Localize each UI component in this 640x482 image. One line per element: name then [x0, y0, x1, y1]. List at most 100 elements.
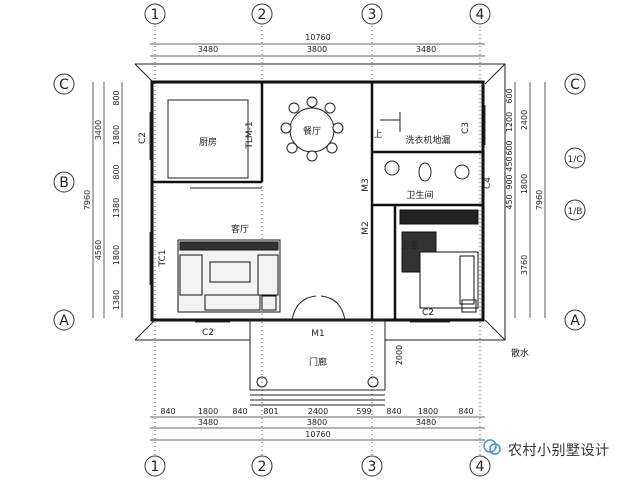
dining-chair: [288, 102, 300, 114]
dim-top-seg-3: 3480: [416, 45, 436, 54]
label-c3: C3: [461, 122, 471, 134]
tv-cabinet: [179, 241, 279, 251]
dim-left-detail-3: 800: [112, 164, 121, 179]
porch-outline: [249, 319, 386, 391]
dining-chair: [324, 102, 336, 114]
axis-label-right-1b: 1/B: [568, 207, 583, 217]
apron-corner-br: [484, 319, 506, 341]
dining-chair: [306, 96, 318, 108]
porch-column: [367, 376, 379, 388]
dim-bottom-detail-5: 2400: [308, 407, 328, 416]
floor-drain: [454, 164, 470, 180]
label-c2-upper-left: C2: [138, 132, 148, 144]
dim-right-detail-3: 600: [505, 140, 514, 155]
dim-bottom-mid-2: 3800: [307, 418, 327, 427]
axis-bubble-right-1b: [564, 199, 586, 221]
dim-left-detail-2: 1800: [112, 125, 121, 145]
dim-left-detail-5: 1800: [112, 245, 121, 265]
dining-chair: [332, 122, 344, 134]
label-m1: M1: [311, 329, 325, 339]
axis-label-top-3: 3: [368, 7, 377, 23]
toilet: [418, 162, 432, 182]
axis-label-left-b: B: [59, 175, 69, 191]
axis-label-right-1c: 1/C: [567, 155, 582, 165]
axis-bubble-right-1c: [564, 147, 586, 169]
bed-pillow: [459, 255, 475, 305]
dim-bottom-detail-8: 1800: [418, 407, 438, 416]
dim-bottom-detail-1: 840: [160, 407, 175, 416]
axis-bubble-bottom-1: [144, 455, 166, 477]
kitchen-counter: [167, 99, 249, 179]
dim-left-detail-6: 1380: [112, 290, 121, 310]
dim-bottom-mid-3: 3480: [416, 418, 436, 427]
axis-bubble-left-b: [53, 171, 75, 193]
apron-corner-tr: [484, 63, 506, 85]
room-porch: 门廊: [309, 356, 327, 368]
axis-bubble-right-c: [564, 73, 586, 95]
axis-label-top-2: 2: [258, 7, 267, 23]
porch-column: [256, 376, 268, 388]
axis-bubble-left-c: [53, 73, 75, 95]
label-m2: M2: [361, 221, 371, 235]
room-apron: 散水: [511, 347, 529, 359]
room-kitchen: 厨房: [199, 136, 217, 148]
dim-right-total: 7960: [535, 190, 544, 210]
sofa-main: [204, 294, 261, 311]
dim-right-mid-2: 1800: [520, 174, 529, 194]
dining-chair: [280, 122, 292, 134]
dim-right-detail-1: 600: [505, 88, 514, 103]
coffee-table: [209, 261, 251, 283]
living-sofa-area: [177, 239, 281, 313]
dim-right-mid-1: 2400: [520, 110, 529, 130]
apron-outline: [135, 63, 506, 341]
axis-label-left-a: A: [59, 313, 69, 329]
dim-bottom-mid-1: 3480: [198, 418, 218, 427]
apron-corner-bl: [134, 319, 156, 341]
axis-label-top-1: 1: [151, 7, 160, 23]
axis-label-bottom-4: 4: [476, 459, 485, 475]
room-bedroom: 卧室: [401, 239, 419, 251]
dim-bottom-total: 10760: [305, 430, 330, 439]
axis-bubble-top-3: [361, 3, 383, 25]
room-living: 客厅: [231, 223, 249, 235]
dim-bottom-detail-9: 840: [458, 407, 473, 416]
dim-bottom-detail-2: 1800: [198, 407, 218, 416]
dim-left-outer-2: 4560: [94, 240, 103, 260]
entry-door-left-swing: [291, 295, 317, 321]
dim-right-mid-3: 3760: [520, 255, 529, 275]
label-c4: C4: [483, 177, 493, 189]
axis-bubble-bottom-3: [361, 455, 383, 477]
dim-right-detail-4: 450: [505, 156, 514, 171]
dim-top-total: 10760: [305, 33, 330, 42]
axis-label-bottom-3: 3: [368, 459, 377, 475]
label-stair-up: 上: [373, 129, 382, 140]
axis-label-right-a: A: [570, 313, 580, 329]
dining-chair: [306, 150, 318, 162]
axis-label-bottom-2: 2: [258, 459, 267, 475]
dim-right-detail-5: 900: [505, 174, 514, 189]
dim-left-detail-4: 1380: [112, 198, 121, 218]
axis-bubble-right-a: [564, 309, 586, 331]
nightstand: [461, 299, 477, 313]
axis-bubble-bottom-4: [469, 455, 491, 477]
room-laundry: 洗衣机地漏: [405, 134, 450, 146]
dim-right-detail-2: 1200: [505, 112, 514, 132]
dim-porch-depth: 2000: [395, 345, 404, 365]
dim-bottom-detail-3: 840: [232, 407, 247, 416]
dining-chair: [286, 142, 298, 154]
label-tc1: TC1: [158, 250, 168, 268]
room-dining: 餐厅: [303, 125, 321, 137]
dim-right-detail-6: 450: [505, 194, 514, 209]
axis-bubble-top-1: [144, 3, 166, 25]
bed: [419, 251, 479, 309]
dim-bottom-detail-4: 801: [263, 407, 278, 416]
side-table: [261, 295, 277, 311]
axis-bubble-bottom-2: [251, 455, 273, 477]
entry-door-right-swing: [320, 295, 346, 321]
axis-label-top-4: 4: [476, 7, 485, 23]
axis-bubble-top-4: [469, 3, 491, 25]
watermark-text: 农村小别墅设计: [508, 443, 610, 459]
dim-left-outer-1: 3400: [94, 120, 103, 140]
label-tlm: TLM-1: [245, 121, 255, 149]
